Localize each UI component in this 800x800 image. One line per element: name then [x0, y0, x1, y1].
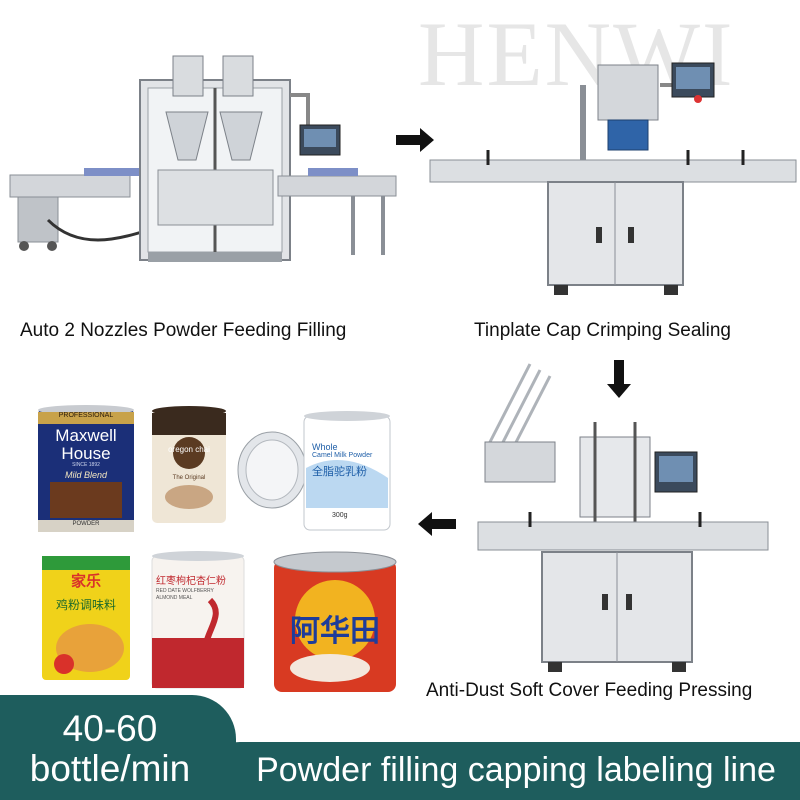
sealing-caption: Tinplate Cap Crimping Sealing [474, 320, 731, 341]
title-banner [200, 742, 800, 800]
oregon-chai-can: oregon chai The Original [150, 405, 228, 527]
maxwell-name-line1: Maxwell [55, 426, 117, 445]
maxwell-variant-label: Mild Blend [64, 470, 108, 480]
maxwell-sub-label: POWDER [72, 521, 100, 527]
can-sealing-machine-image [429, 62, 797, 295]
rate-value: 40-60 [62, 708, 158, 749]
ovaltine-can: 阿华田 [270, 550, 400, 695]
knorr-cn-label: 鸡粉调味料 [55, 598, 116, 612]
almond-en1-label: RED DATE WOLFBERRY [156, 588, 214, 594]
almond-en2-label: ALMOND MEAL [156, 595, 193, 601]
line-title: Powder filling capping labeling line [256, 751, 776, 789]
maxwell-name-line2: House [61, 444, 111, 463]
oregon-brand-label: oregon chai [168, 445, 210, 454]
almond-cn-label: 红枣枸杞杏仁粉 [156, 576, 226, 587]
filling-caption: Auto 2 Nozzles Powder Feeding Filling [20, 320, 347, 341]
pressing-caption: Anti-Dust Soft Cover Feeding Pressing [426, 680, 753, 701]
maxwell-top-label: PROFESSIONAL [58, 412, 114, 419]
arrow-down-icon [607, 360, 631, 398]
arrow-right-icon [396, 128, 434, 152]
knorr-can: 家乐 鸡粉调味料 [40, 552, 132, 682]
oregon-variant-label: The Original [172, 475, 206, 481]
maxwell-since-label: SINCE 1892 [72, 462, 100, 468]
rate-banner: 40-60 bottle/min [0, 695, 236, 800]
camel-milk-can: Whole Camel Milk Powder 全脂驼乳粉 300g [234, 408, 394, 534]
almond-meal-can: 红枣枸杞杏仁粉 RED DATE WOLFBERRY ALMOND MEAL [150, 550, 246, 692]
maxwell-house-can: PROFESSIONAL Maxwell House SINCE 1892 Mi… [36, 404, 136, 536]
camel-line1-label: Whole [312, 442, 338, 452]
ovaltine-cn-label: 阿华田 [290, 615, 380, 648]
rate-unit: bottle/min [29, 748, 191, 789]
knorr-brand-label: 家乐 [70, 573, 101, 590]
cover-pressing-machine-image [477, 363, 769, 672]
camel-cn-label: 全脂驼乳粉 [312, 466, 367, 478]
arrow-left-icon [418, 512, 456, 536]
camel-line2-label: Camel Milk Powder [312, 452, 373, 459]
powder-filling-machine-image [9, 55, 397, 262]
camel-weight-label: 300g [332, 512, 348, 519]
